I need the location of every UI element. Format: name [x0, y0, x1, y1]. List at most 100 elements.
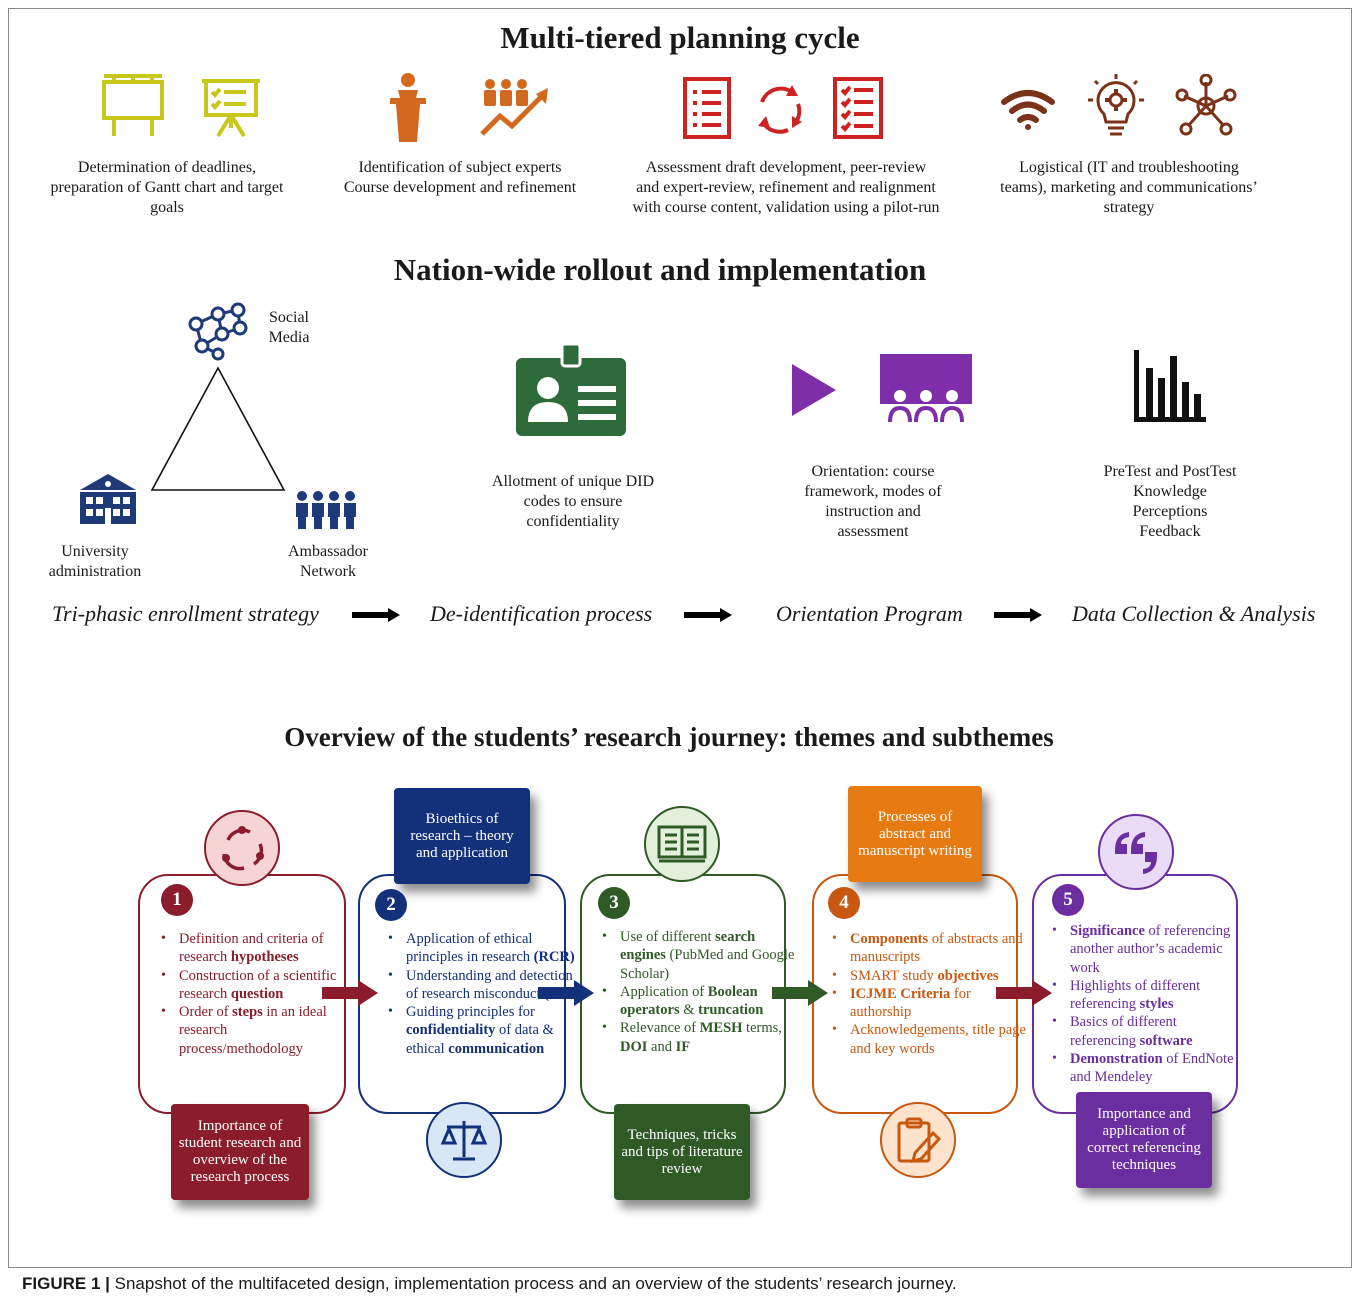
bullet-segment: steps [232, 1004, 263, 1021]
presentation-board-icon [202, 79, 260, 138]
open-book-icon [657, 825, 707, 863]
bullet-segment: Boolean operators [620, 983, 758, 1019]
bullet-segment: and [647, 1038, 676, 1055]
did-caption: Allotment of unique DID codes to ensure … [491, 473, 655, 530]
bullet-segment: Significance [1070, 923, 1145, 939]
stage-4-bullet: Acknowledgements, title page and key wor… [832, 1021, 1030, 1058]
bullet-segment: IF [675, 1038, 691, 1055]
bullet-segment: DOI [620, 1038, 648, 1055]
bullet-segment: in an ideal research process/methodology [179, 1004, 327, 1057]
social-network-icon [188, 302, 248, 361]
bullet-segment: Highlights of different referencing [1070, 977, 1201, 1013]
stage-5-icon-circle [1098, 814, 1174, 890]
flow-arrow-4 [996, 980, 1052, 1006]
bullet-segment: hypotheses [230, 949, 299, 966]
bullet-segment: Order of [179, 1004, 233, 1021]
stage-3-icon-circle [644, 806, 720, 882]
stage-5-bullet: Demonstration of EndNote and Mendeley [1052, 1050, 1246, 1087]
bullet-segment: Use of different [620, 929, 716, 945]
journey-title: Overview of the students’ research journ… [284, 722, 1054, 752]
social-media-label: Social Media [268, 309, 310, 346]
stage-5-bullet: Highlights of different referencing styl… [1052, 977, 1246, 1014]
university-building-icon [80, 474, 136, 524]
cycle-arrows-icon [222, 826, 264, 871]
lightbulb-gear-icon [1088, 74, 1144, 136]
stage-5-bullets: Significance of referencing another auth… [1050, 922, 1246, 1087]
bullet-segment: Demonstration [1070, 1051, 1163, 1068]
planning-caption-3: Assessment draft development, peer-revie… [632, 159, 940, 216]
stage-2-number: 2 [375, 889, 407, 921]
stage-4-bullet: ICJME Criteria for authorship [832, 985, 1030, 1022]
stage-3-bullet: Relevance of MESH terms, DOI and IF [602, 1019, 796, 1056]
stage-3-bullet: Use of different search engines (PubMed … [602, 928, 796, 983]
stage-3-bullets: Use of different search engines (PubMed … [600, 928, 796, 1056]
bullet-segment: for authorship [850, 985, 971, 1021]
stage-3-bullet: Application of Boolean operators & trunc… [602, 983, 796, 1020]
bullet-segment: & [679, 1002, 699, 1019]
speaker-podium-icon [390, 73, 426, 142]
planning-caption-1: Determination of deadlines, preparation … [50, 159, 284, 216]
stage-2-theme: Bioethics of research – theory and appli… [394, 788, 530, 884]
flow-arrow-3 [772, 980, 828, 1006]
planning-title: Multi-tiered planning cycle [500, 20, 860, 55]
refresh-cycle-icon [758, 85, 802, 134]
bullet-segment: Construction of a scientific research [179, 967, 337, 1002]
bullet-segment: objectives [937, 967, 999, 984]
phase-deidentification: De-identification process [430, 601, 653, 626]
bullet-segment: communication [448, 1040, 545, 1057]
checklist-icon [833, 77, 883, 139]
stage-2-bullet: Application of ethical principles in res… [388, 930, 582, 967]
ambassador-label: Ambassador Network [288, 543, 368, 580]
stage-5-bullet: Significance of referencing another auth… [1052, 922, 1246, 977]
stage-4-bullets: Components of abstracts and manuscriptsS… [830, 930, 1030, 1058]
stage-4-bullet: SMART study objectives [832, 967, 1030, 986]
bullet-segment: Basics of different referencing [1070, 1014, 1177, 1049]
stage-3-theme: Techniques, tricks and tips of literatur… [614, 1104, 750, 1200]
stage-2-bullet: Guiding principles for confidentiality o… [388, 1003, 582, 1058]
enrollment-triangle [150, 366, 286, 491]
stage-1-number: 1 [161, 884, 193, 916]
stage-1-bullet: Definition and criteria of research hypo… [161, 930, 351, 967]
bullet-segment: Application of ethical principles in res… [406, 931, 534, 966]
bullet-segment: Acknowledgements, title page and key wor… [850, 1022, 1026, 1057]
network-hub-icon [1175, 74, 1237, 136]
bullet-segment: of abstracts and manuscripts [850, 931, 1023, 966]
bar-chart-icon [1134, 350, 1206, 422]
id-card-icon [516, 342, 626, 436]
planning-caption-2: Identification of subject experts Course… [343, 159, 577, 196]
bullet-segment: confidentiality [406, 1022, 496, 1039]
document-list-icon [683, 77, 731, 139]
figure-caption-text: Snapshot of the multifaceted design, imp… [109, 1274, 957, 1293]
stage-4-bullet: Components of abstracts and manuscripts [832, 930, 1030, 967]
stage-1-theme: Importance of student research and overv… [171, 1104, 309, 1200]
stage-4-icon-circle [880, 1102, 956, 1178]
bullet-segment: Components [850, 931, 929, 947]
bullet-segment: Relevance of [620, 1020, 700, 1037]
bullet-segment: of referencing another author’s academic… [1070, 923, 1231, 976]
stage-1-bullets: Definition and criteria of research hypo… [159, 930, 351, 1058]
stage-1-bullet: Construction of a scientific research qu… [161, 967, 351, 1004]
bullet-segment: of EndNote and Mendeley [1070, 1051, 1234, 1086]
bullet-segment: Definition and criteria of research [179, 931, 324, 966]
flow-arrow-1 [322, 980, 378, 1006]
figure-frame [8, 8, 1352, 1268]
stage-1-icon-circle [204, 810, 280, 886]
phase-enrollment: Tri-phasic enrollment strategy [52, 601, 319, 626]
bullet-segment: truncation [698, 1002, 764, 1019]
bullet-segment: MESH [699, 1020, 743, 1037]
play-icon [792, 364, 836, 416]
stage-2-bullets: Application of ethical principles in res… [386, 930, 582, 1058]
stage-1-bullet: Order of steps in an ideal research proc… [161, 1003, 351, 1058]
stage-5-bullet: Basics of different referencing software [1052, 1013, 1246, 1050]
bullet-segment: search engines [620, 929, 756, 964]
data-collection-caption: PreTest and PostTest Knowledge Perceptio… [1103, 463, 1237, 540]
stage-5-number: 5 [1052, 884, 1084, 916]
bullet-segment: software [1139, 1032, 1193, 1049]
bullet-segment: styles [1139, 996, 1174, 1013]
stage-4-number: 4 [828, 887, 860, 919]
bullet-segment: (RCR) [533, 949, 575, 966]
bullet-segment: terms, [742, 1020, 782, 1037]
university-label: University administration [48, 543, 142, 580]
stage-4-theme: Processes of abstract and manuscript wri… [848, 786, 982, 882]
stage-2-icon-circle [426, 1102, 502, 1178]
